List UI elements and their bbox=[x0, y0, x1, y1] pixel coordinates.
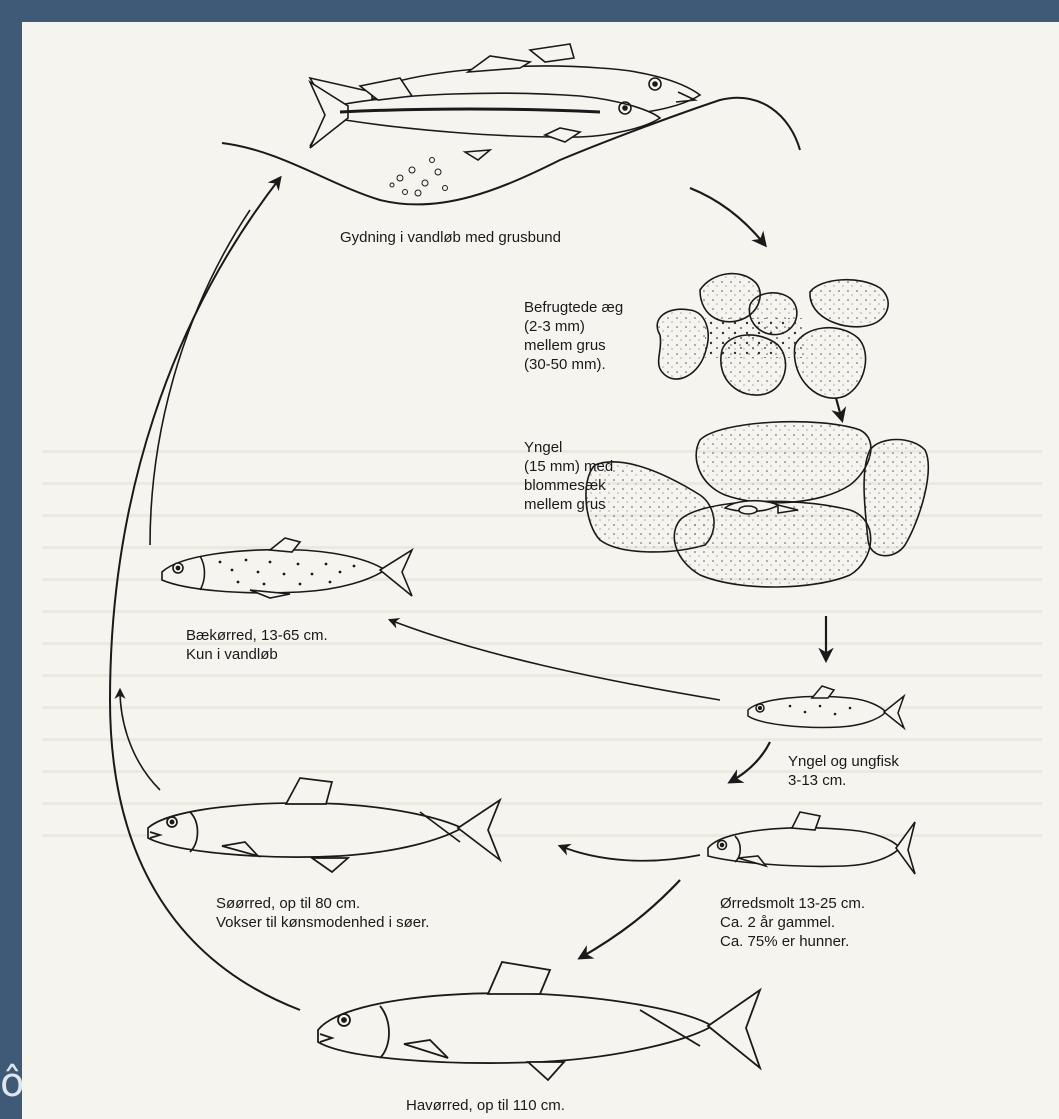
spawning-label: Gydning i vandløb med grusbund bbox=[340, 228, 561, 247]
alevin-label-line: mellem grus bbox=[524, 495, 613, 514]
eggs-label-line: mellem grus bbox=[524, 336, 623, 355]
sea-trout-label: Havørred, op til 110 cm. bbox=[406, 1096, 565, 1115]
brook-trout-icon bbox=[162, 538, 412, 598]
sea-trout-icon bbox=[318, 962, 760, 1080]
eggs-label-line: Befrugtede æg bbox=[524, 298, 623, 317]
eggs-label: Befrugtede æg (2-3 mm) mellem grus (30-5… bbox=[524, 298, 623, 374]
brook-trout-label: Bækørred, 13-65 cm. Kun i vandløb bbox=[186, 626, 328, 664]
alevin-label-line: blommesæk bbox=[524, 476, 613, 495]
smolt-label: Ørredsmolt 13-25 cm. Ca. 2 år gammel. Ca… bbox=[720, 894, 865, 951]
brook-trout-label-line: Kun i vandløb bbox=[186, 645, 328, 664]
smolt-label-line: Ca. 2 år gammel. bbox=[720, 913, 865, 932]
fry-label-line: 3-13 cm. bbox=[788, 771, 899, 790]
lake-trout-label: Søørred, op til 80 cm. Vokser til kønsmo… bbox=[216, 894, 429, 932]
eggs-label-line: (30-50 mm). bbox=[524, 355, 623, 374]
smolt-icon bbox=[708, 812, 915, 874]
spawning-pair-icon bbox=[222, 44, 800, 204]
brook-trout-label-line: Bækørred, 13-65 cm. bbox=[186, 626, 328, 645]
fry-label: Yngel og ungfisk 3-13 cm. bbox=[788, 752, 899, 790]
lake-trout-label-line: Vokser til kønsmodenhed i søer. bbox=[216, 913, 429, 932]
egg-gravel-icon bbox=[657, 274, 888, 399]
lake-trout-icon bbox=[148, 778, 500, 872]
smolt-label-line: Ørredsmolt 13-25 cm. bbox=[720, 894, 865, 913]
fry-label-line: Yngel og ungfisk bbox=[788, 752, 899, 771]
edge-fragment-icon: ô bbox=[0, 1060, 24, 1106]
juvenile-fish-icon bbox=[748, 686, 904, 728]
smolt-label-line: Ca. 75% er hunner. bbox=[720, 932, 865, 951]
alevin-label-line: Yngel bbox=[524, 438, 613, 457]
lake-trout-label-line: Søørred, op til 80 cm. bbox=[216, 894, 429, 913]
eggs-label-line: (2-3 mm) bbox=[524, 317, 623, 336]
alevin-gravel-icon bbox=[586, 422, 928, 587]
alevin-label-line: (15 mm) med bbox=[524, 457, 613, 476]
alevin-label: Yngel (15 mm) med blommesæk mellem grus bbox=[524, 438, 613, 514]
